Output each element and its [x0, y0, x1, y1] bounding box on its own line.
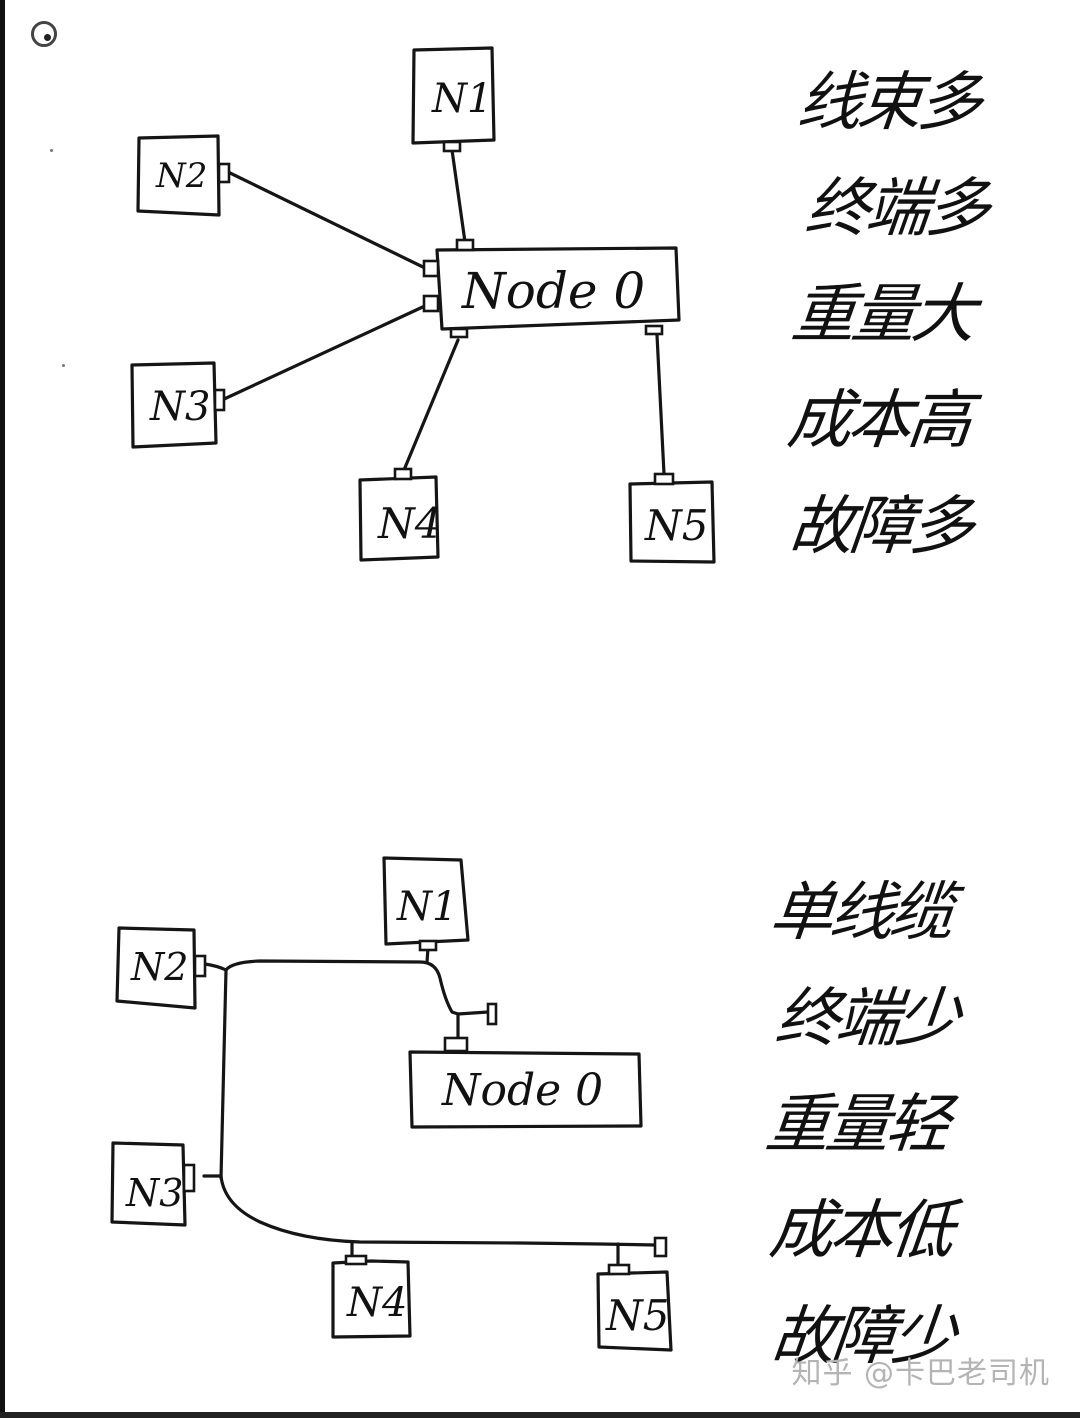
node-label: N1: [396, 884, 457, 930]
hub-label: Node 0: [441, 1065, 603, 1116]
node-n3: N3: [110, 1141, 196, 1227]
node-label: N4: [346, 1280, 407, 1326]
hub-node: Node 0: [408, 1036, 643, 1129]
bus-terminator: [653, 1236, 668, 1258]
node-n2: N2: [115, 926, 207, 1010]
hub-node: Node 0: [422, 238, 681, 339]
node-n2: N2: [136, 134, 231, 217]
bus-terminator: [486, 1002, 498, 1026]
note-line: 终端少: [772, 982, 960, 1056]
note-line: 重量大: [788, 278, 976, 352]
connector: [443, 1036, 469, 1053]
bus-topology: Node 0 N1 N2 N3 N4 N5: [110, 856, 673, 1352]
connector: [393, 467, 413, 481]
note-line: 单线缆: [766, 876, 954, 950]
bus-cable-lower: [202, 1174, 657, 1247]
paper-speck: [50, 149, 53, 152]
wire-n2-hub: [226, 170, 427, 270]
photo-bottom-edge: [0, 1412, 1080, 1418]
note-line: 成本高: [784, 384, 972, 458]
connector: [217, 162, 231, 184]
star-topology-notes: 线束多 终端多 重量大 成本高 故障多: [784, 50, 990, 580]
wire-n1-hub: [450, 148, 467, 244]
node-n4: N4: [331, 1254, 412, 1339]
bus-cable-upper: [203, 959, 490, 1016]
connector: [607, 1263, 631, 1276]
connector: [455, 238, 475, 252]
note-line: 重量轻: [762, 1088, 950, 1162]
wire-n4-hub: [402, 338, 460, 472]
note-line: 终端多: [802, 172, 990, 246]
node-label: N3: [125, 1171, 183, 1215]
node-label: N3: [149, 384, 210, 430]
bus-cable-trunk: [219, 968, 228, 1180]
note-line: 故障多: [786, 490, 974, 564]
hub-label: Node 0: [461, 262, 645, 320]
node-label: N5: [644, 501, 708, 550]
node-n5: N5: [628, 472, 716, 564]
wire-n5-hub: [655, 333, 666, 476]
node-label: N1: [431, 76, 492, 122]
star-topology: Node 0 N1 N2 N3 N4 N5: [130, 46, 716, 564]
node-n1: N1: [382, 856, 470, 952]
node-n5: N5: [596, 1263, 673, 1352]
connector: [213, 388, 226, 412]
connector: [182, 1163, 196, 1193]
connector: [442, 140, 462, 153]
node-label: N2: [155, 156, 207, 196]
connector: [422, 259, 440, 278]
node-label: N2: [130, 945, 188, 989]
paper-speck: [62, 364, 65, 367]
connector: [193, 954, 207, 978]
connector: [653, 472, 675, 486]
connector: [644, 324, 664, 336]
node-label: N4: [377, 499, 441, 548]
radio-target-icon: [31, 21, 57, 47]
note-line: 成本低: [766, 1194, 954, 1268]
connector: [449, 327, 469, 339]
wire-n3-hub: [220, 303, 429, 402]
bus-topology-notes: 单线缆 终端少 重量轻 成本低 故障少: [762, 860, 960, 1390]
node-n3: N3: [130, 361, 226, 449]
note-line: 线束多: [794, 66, 982, 140]
connector: [422, 294, 440, 313]
node-n4: N4: [358, 467, 441, 562]
node-label: N5: [605, 1291, 669, 1340]
node-n1: N1: [411, 46, 496, 153]
watermark: 知乎 @卡巴老司机: [791, 1356, 1050, 1391]
connector: [418, 939, 438, 952]
connector: [344, 1254, 368, 1266]
photo-left-edge: [0, 0, 5, 1418]
